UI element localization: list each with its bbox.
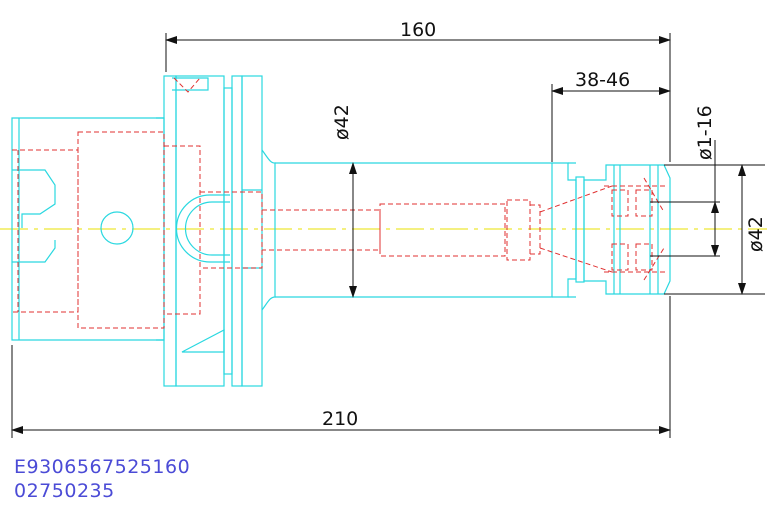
holder-outline (11, 75, 671, 387)
dimension-lines (11, 33, 765, 438)
dim-nut-dia: ø42 (745, 216, 767, 252)
dim-210: 210 (322, 408, 358, 430)
part-number-line-1: E9306567525160 (14, 456, 191, 478)
dim-shank-dia: ø42 (331, 104, 353, 140)
dim-38-46: 38-46 (575, 69, 630, 91)
dim-160: 160 (400, 19, 436, 41)
hidden-lines (12, 77, 668, 329)
dim-collet-range: ø1-16 (694, 105, 716, 160)
part-number-line-2: 02750235 (14, 480, 115, 502)
